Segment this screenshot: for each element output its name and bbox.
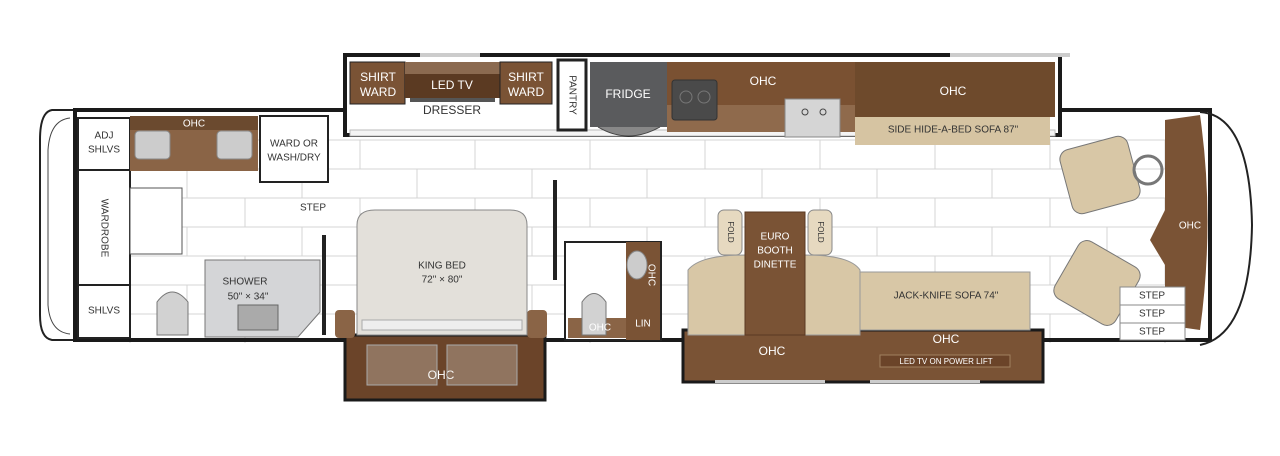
burner — [679, 90, 693, 104]
label: 72" × 80" — [422, 275, 463, 286]
half-bath: OHC LIN OHC — [564, 241, 662, 341]
living-slide: OHC OHC LED TV ON POWER LIFT — [681, 328, 1045, 384]
window — [420, 53, 480, 57]
rear-cap-inner-line — [47, 117, 71, 335]
label: LIN — [635, 319, 651, 330]
dresser-top — [410, 98, 495, 102]
label: SHLVS — [88, 145, 120, 156]
label: 50" × 34" — [228, 292, 269, 303]
pillows — [366, 344, 518, 386]
half-bath-sink — [626, 250, 648, 280]
window — [715, 380, 825, 383]
label: LED TV — [431, 78, 473, 92]
sink — [784, 98, 841, 138]
burner — [697, 90, 711, 104]
tv-lift — [879, 354, 1011, 368]
step — [1119, 322, 1186, 341]
interior-wall — [322, 235, 326, 335]
bath-bench — [129, 187, 183, 255]
label: DINETTE — [754, 260, 797, 271]
dinette-table — [744, 211, 806, 336]
fridge-doors — [597, 126, 661, 137]
booth-seat — [804, 254, 861, 336]
label: SHLVS — [88, 306, 120, 317]
king-bed: KING BED 72" × 80" — [356, 209, 528, 386]
label: WASH/DRY — [267, 153, 321, 164]
label: WARD — [360, 85, 397, 99]
label: SIDE HIDE-A-BED SOFA 87" — [888, 125, 1019, 136]
nightstand — [527, 310, 547, 338]
label: OHC — [940, 84, 967, 98]
label: OHC — [589, 323, 611, 334]
tv-cabinet-top — [405, 62, 500, 74]
nightstand — [335, 310, 355, 338]
toilet-half-bath — [581, 293, 607, 336]
label: OHC — [933, 332, 960, 346]
label: OHC — [1179, 221, 1201, 232]
window — [950, 53, 1070, 57]
ward-or-wash-dry: WARD OR WASH/DRY — [259, 115, 329, 183]
shirt-wardrobe-2: SHIRT WARD — [499, 61, 553, 105]
sink-drain — [819, 108, 827, 116]
fridge: FRIDGE — [590, 62, 667, 137]
pantry: PANTRY — [556, 58, 588, 132]
bath-vanity: OHC — [130, 116, 258, 171]
wardrobe: WARDROBE — [77, 169, 131, 286]
label: SHIRT — [360, 70, 396, 84]
rear-cap — [39, 109, 75, 341]
bedroom-slide: OHC — [343, 333, 547, 402]
label: OHC — [750, 74, 777, 88]
label: FRIDGE — [605, 87, 650, 101]
label: WARD — [508, 85, 545, 99]
sink-drain — [801, 108, 809, 116]
toilet-rear — [156, 291, 189, 336]
label: EURO — [761, 232, 790, 243]
label: JACK-KNIFE SOFA 74" — [894, 291, 999, 302]
label: LED TV ON POWER LIFT — [899, 357, 992, 366]
dresser-label: DRESSER — [423, 103, 481, 117]
label: OHC — [759, 344, 786, 358]
cooktop — [671, 79, 718, 121]
label: OHC — [183, 119, 205, 130]
cab-ohc: OHC — [1150, 115, 1208, 330]
vanity-sink — [216, 130, 253, 160]
label: OHC — [428, 368, 455, 382]
label: WARDROBE — [98, 199, 109, 258]
label: SHIRT — [508, 70, 544, 84]
booth-seat — [687, 254, 746, 336]
entry-steps: STEP STEP STEP — [1119, 286, 1186, 341]
label: KING BED — [418, 261, 466, 272]
front-cap — [1199, 111, 1254, 346]
label: SHOWER — [223, 277, 268, 288]
step-label: STEP — [300, 203, 326, 214]
bed-headboard-edge — [361, 319, 523, 331]
label: PANTRY — [566, 75, 577, 115]
interior-wall — [553, 180, 557, 280]
shower-seat — [237, 304, 279, 331]
label: OHC — [645, 264, 656, 286]
label: STEP — [1139, 327, 1165, 338]
shower: SHOWER 50" × 34" — [204, 259, 321, 338]
side-hide-a-bed-sofa: SIDE HIDE-A-BED SOFA 87" — [855, 117, 1050, 145]
window — [870, 380, 980, 383]
adj-shelves: ADJ SHLVS — [77, 117, 131, 171]
shirt-wardrobe-1: SHIRT WARD — [349, 61, 406, 105]
label: STEP — [1139, 309, 1165, 320]
label: WARD OR — [270, 139, 318, 150]
sofa-ohc: OHC — [855, 62, 1055, 117]
led-tv: LED TV — [405, 74, 500, 98]
label: FOLD — [816, 221, 825, 243]
steering-wheel — [1132, 154, 1164, 186]
jack-knife-sofa: JACK-KNIFE SOFA 74" — [859, 271, 1031, 331]
shelves: SHLVS — [77, 284, 131, 339]
label: FOLD — [726, 221, 735, 243]
euro-booth-dinette: FOLD FOLD EURO BOOTH DINETTE — [687, 209, 861, 336]
label: BOOTH — [757, 246, 793, 257]
vanity-sink — [134, 130, 171, 160]
kitchen-counter: OHC — [667, 62, 855, 138]
label: ADJ — [95, 131, 114, 142]
label: STEP — [1139, 291, 1165, 302]
